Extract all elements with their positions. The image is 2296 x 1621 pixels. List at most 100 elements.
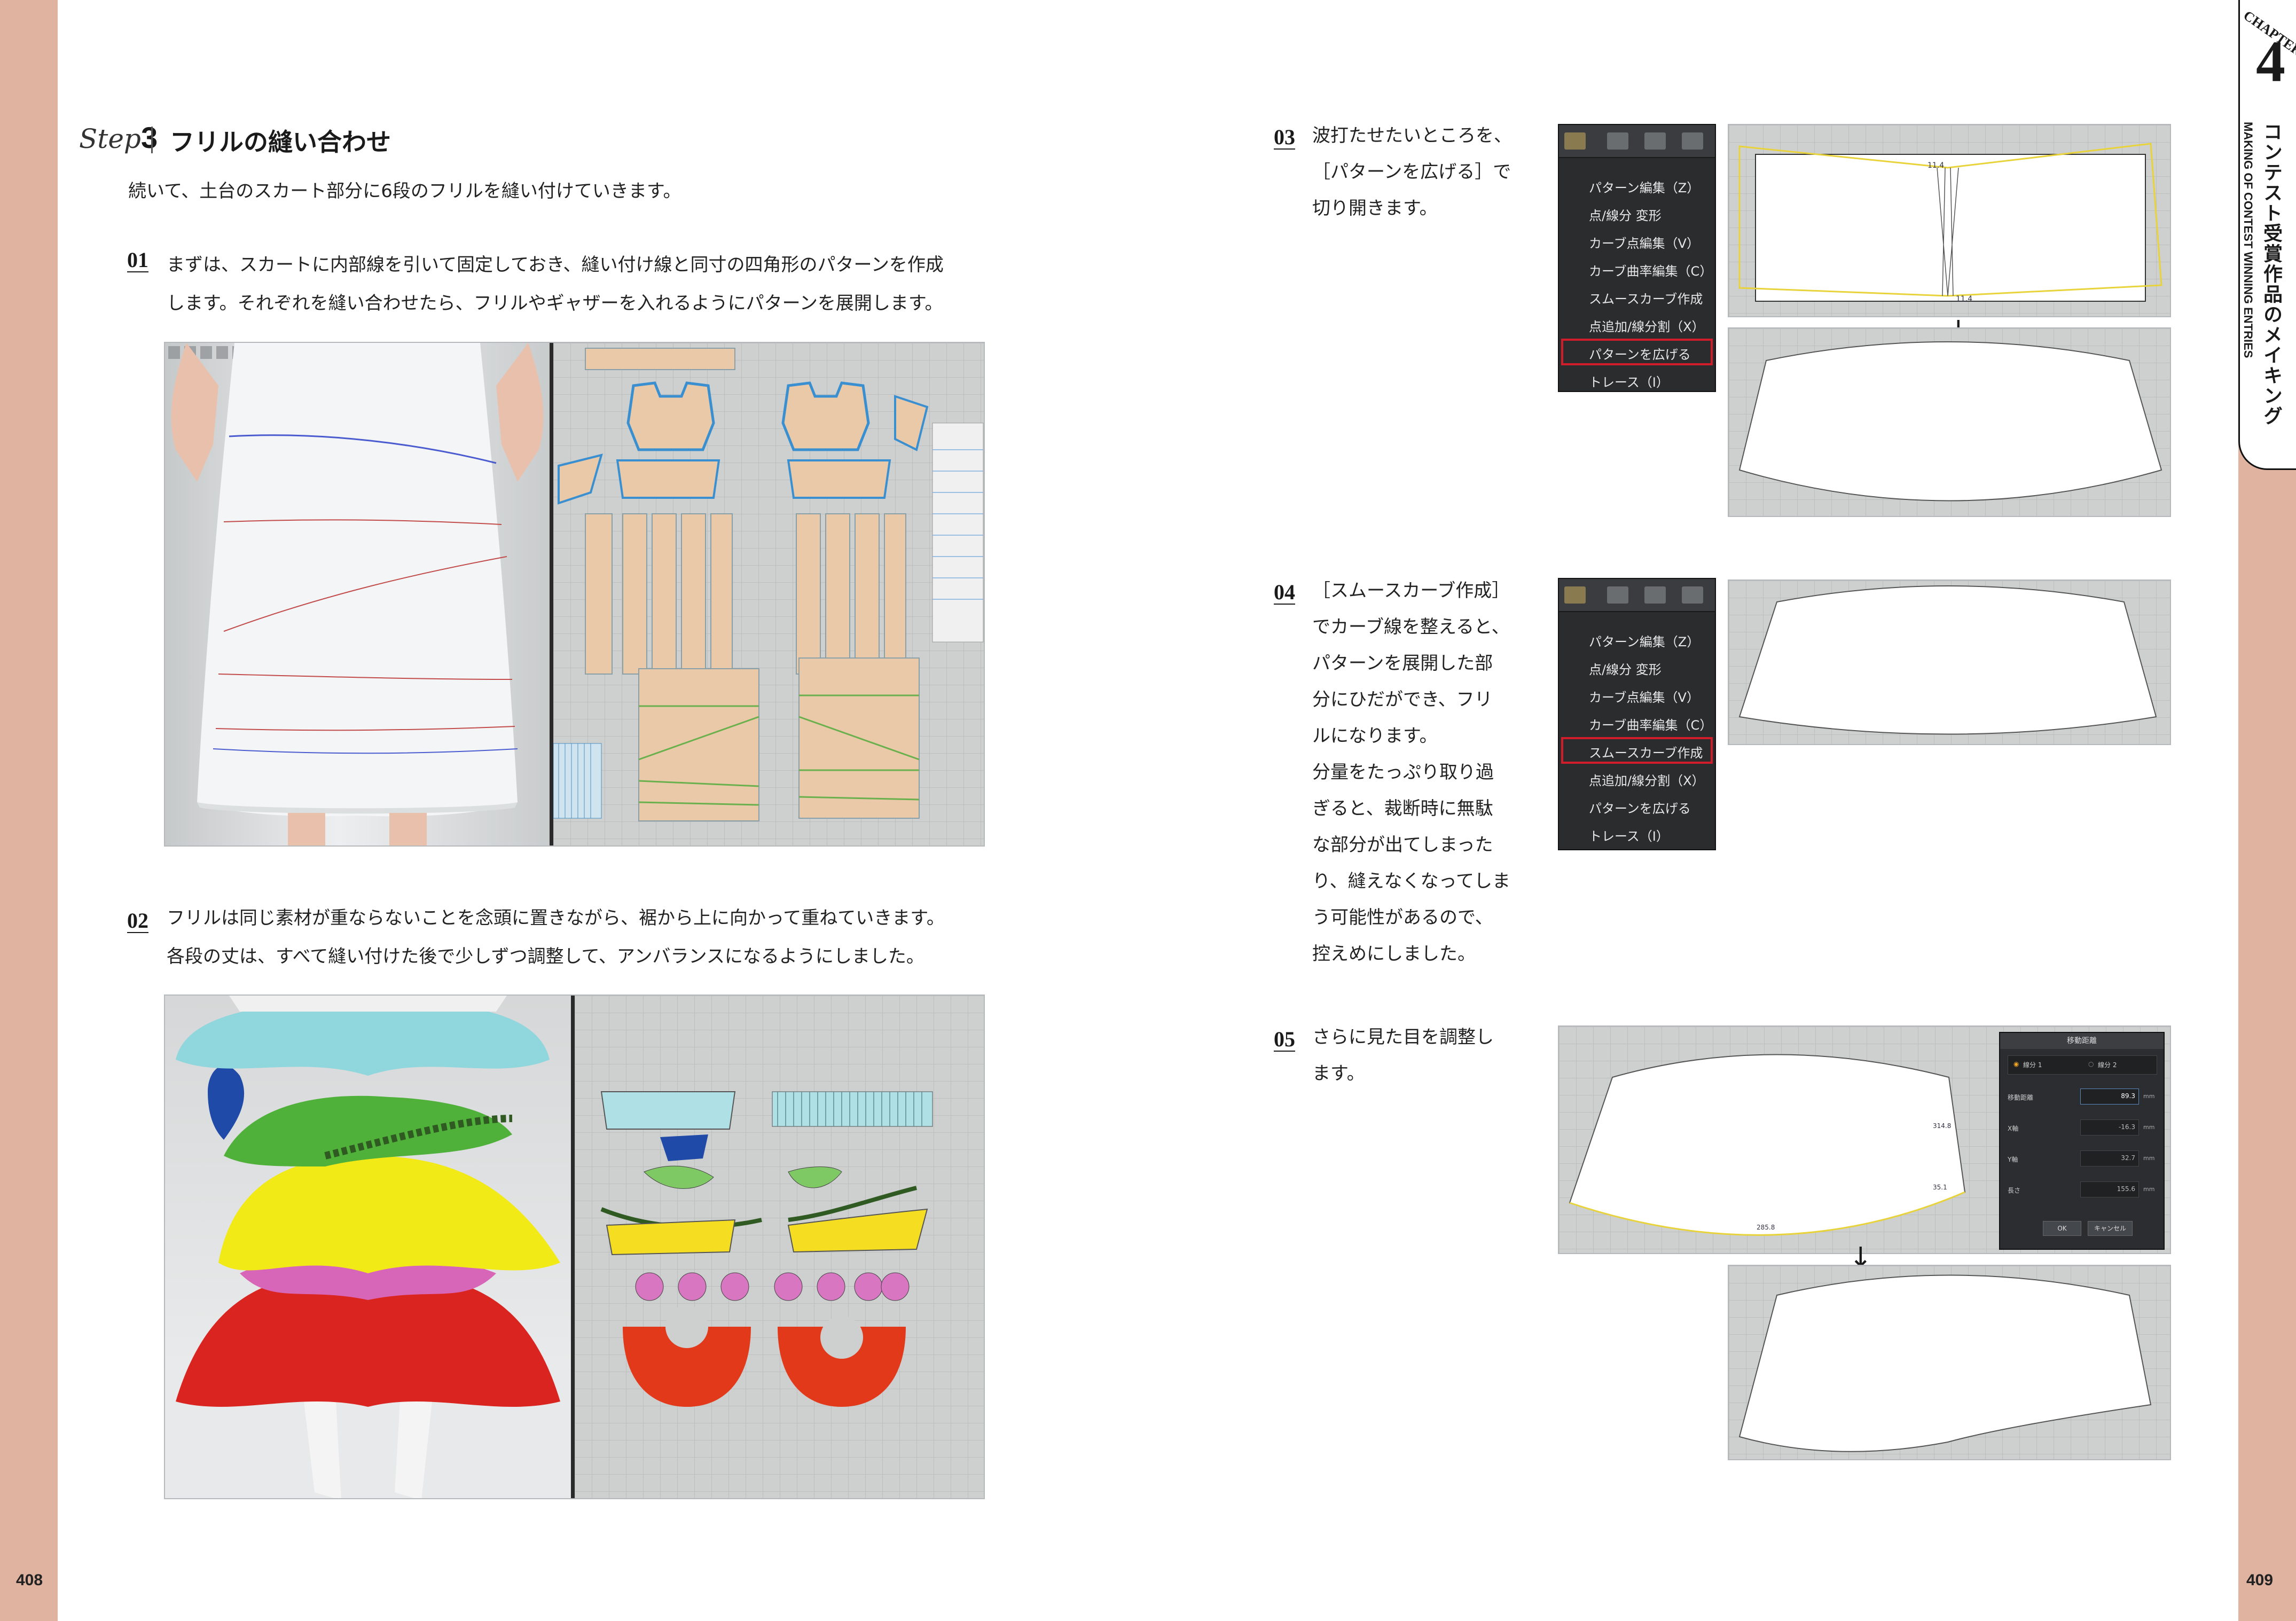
step-04-line: う可能性があるので、 [1312,907,1493,928]
annot-b2: 35.1 [1933,1184,1947,1191]
dialog-row-label: Y軸 [2008,1156,2018,1163]
step-05-number: 05 [1274,1027,1295,1051]
menu-highlight-expand [1561,339,1713,365]
2d-frill-pattern-view [575,996,984,1498]
view-divider [550,343,553,845]
step-05-line: さらに見た目を調整し [1312,1027,1494,1048]
dialog-row-unit: mm [2143,1124,2155,1131]
chapter-tab: CHAPTER 4 コンテスト受賞作品のメイキング MAKING OF CONT… [2238,0,2296,470]
page-number-left: 408 [16,1571,43,1589]
screenshot-final-pattern [1728,1265,2171,1460]
menu-item-smooth-curve[interactable]: スムースカーブ作成 [1589,746,1703,761]
step-title: フリルの縫い合わせ [170,128,391,156]
adjust-pattern-shape: 314.8 35.1 285.8 [1569,1054,1966,1236]
expanded-pattern-shape [1738,341,2162,502]
x-axis-input[interactable]: -16.3 [2080,1119,2139,1136]
option-line-2[interactable]: 線分 2 [2098,1061,2117,1069]
tool-menu-expand: パターン編集（Z） 点/線分 変形 カーブ点編集（V） カーブ曲率編集（C） ス… [1558,124,1716,392]
step-02-text: フリルは同じ素材が重ならないことを念頭に置きながら、裾から上に向かって重ねていき… [167,899,1048,976]
smoothed-pattern-shape [1738,585,2157,735]
step-heading: Step3 [79,120,158,155]
chapter-title-ja: コンテスト受賞作品のメイキング [2260,122,2282,426]
dialog-row-unit: mm [2143,1186,2155,1193]
pattern-pieces [553,348,984,821]
step-04-text: ［スムースカーブ作成］ でカーブ線を整えると、 パターンを展開した部 分にひだが… [1312,573,1510,972]
step-04-number: 04 [1274,580,1295,604]
menu-item-add-point-split-line[interactable]: 点追加/線分割（X） [1589,773,1705,788]
step-04-line: でカーブ線を整えると、 [1312,616,1510,638]
frill-pattern-pieces [600,1091,933,1407]
step-03-line: ［パターンを広げる］で [1312,161,1511,183]
step-04-line: り、縫えなくなってしま [1312,871,1510,892]
menu-item-point-line-transform[interactable]: 点/線分 変形 [1589,208,1662,223]
length-input[interactable]: 155.6 [2080,1181,2139,1197]
annot-a2: 11.4 [1956,295,1972,303]
final-pattern-shape [1738,1274,2152,1452]
step-04-line: 分にひだができ、フリ [1312,689,1493,710]
3d-frill-view [165,996,571,1498]
dialog-row-unit: mm [2143,1093,2155,1100]
screenshot-expanded [1728,327,2171,517]
screenshot-smoothed [1728,580,2171,745]
radio-line-1-icon[interactable]: ◉ [2013,1060,2019,1068]
menu-item-curve-point-edit[interactable]: カーブ点編集（V） [1589,690,1699,705]
dialog-row-label: X軸 [2008,1125,2019,1132]
menu-item-point-line-transform[interactable]: 点/線分 変形 [1589,662,1662,677]
cancel-button[interactable]: キャンセル [2088,1221,2133,1236]
step-04-line: 分量をたっぷり取り過 [1312,762,1494,783]
heading-divider [151,127,153,153]
chapter-title-en: MAKING OF CONTEST WINNING ENTRIES [2242,122,2255,358]
menu-item-curve-curvature-edit[interactable]: カーブ曲率編集（C） [1589,718,1713,733]
menu-item-trace[interactable]: トレース（I） [1589,829,1669,844]
step-04-line: パターンを展開した部 [1312,653,1493,674]
step-01-text: まずは、スカートに内部線を引いて固定しておき、縫い付け線と同寸の四角形のパターン… [167,246,1048,323]
menu-item-trace[interactable]: トレース（I） [1589,375,1669,390]
left-margin-band [0,0,58,1621]
menu-item-expand-pattern[interactable]: パターンを広げる [1589,801,1691,816]
step-04-line: な部分が出てしまった [1312,834,1493,856]
screenshot-adjust: 314.8 35.1 285.8 移動距離 ◉ 線分 1 ○ 線分 2 移動距離… [1558,1025,2171,1254]
menu-item-pattern-edit[interactable]: パターン編集（Z） [1589,181,1700,195]
menu-item-curve-curvature-edit[interactable]: カーブ曲率編集（C） [1589,264,1713,279]
tool-menu-smooth: パターン編集（Z） 点/線分 変形 カーブ点編集（V） カーブ曲率編集（C） ス… [1558,578,1716,850]
step-04-line: ぎると、裁断時に無駄 [1312,798,1493,819]
expand-cut-pattern: 11.4 11.4 [1738,143,2162,303]
menu-item-add-point-split-line[interactable]: 点追加/線分割（X） [1589,319,1705,334]
step-03-line: 切り開きます。 [1312,198,1438,219]
menu-item-curve-point-edit[interactable]: カーブ点編集（V） [1589,236,1699,251]
menu-toolbar [1559,125,1715,158]
page-number-right: 409 [2246,1571,2274,1589]
step-01-line1: まずは、スカートに内部線を引いて固定しておき、縫い付け線と同寸の四角形のパターン… [167,254,944,276]
y-axis-input[interactable]: 32.7 [2080,1150,2139,1166]
dialog-title: 移動距離 [2000,1033,2164,1049]
step-02-line1: フリルは同じ素材が重ならないことを念頭に置きながら、裾から上に向かって重ねていき… [167,907,945,929]
step-03-text: 波打たせたいところを、 ［パターンを広げる］で 切り開きます。 [1312,118,1512,226]
annot-a1: 11.4 [1927,161,1944,170]
step-04-line: ルになります。 [1312,725,1438,747]
screenshot-frill-layers [164,994,985,1499]
annot-b3: 285.8 [1757,1224,1775,1231]
chapter-number: 4 [2256,29,2285,94]
menu-item-expand-pattern[interactable]: パターンを広げる [1589,347,1691,362]
step-02-line2: 各段の丈は、すべて縫い付けた後で少しずつ調整して、アンバランスになるようにしまし… [167,946,924,967]
step-01-number: 01 [127,248,148,272]
menu-toolbar [1559,579,1715,612]
annot-b1: 314.8 [1933,1122,1951,1130]
dialog-line-options: ◉ 線分 1 ○ 線分 2 [2008,1055,2157,1075]
option-line-1[interactable]: 線分 1 [2023,1061,2042,1069]
ok-button[interactable]: OK [2043,1221,2081,1236]
radio-line-2-icon[interactable]: ○ [2088,1060,2094,1068]
2d-pattern-view [553,343,984,845]
menu-item-pattern-edit[interactable]: パターン編集（Z） [1589,635,1700,649]
step-03-line: 波打たせたいところを、 [1312,125,1512,146]
3d-view [165,343,550,845]
menu-item-smooth-curve[interactable]: スムースカーブ作成 [1589,292,1703,307]
step-intro: 続いて、土台のスカート部分に6段のフリルを縫い付けていきます。 [128,181,681,202]
step-script: Step [79,123,141,154]
screenshot-expand-cut: 11.4 11.4 [1728,124,2171,317]
distance-input[interactable]: 89.3 [2080,1089,2139,1105]
move-distance-dialog: 移動距離 ◉ 線分 1 ○ 線分 2 移動距離 89.3 mm X軸 -16.3… [1999,1032,2165,1250]
dialog-row-label: 長さ [2008,1187,2021,1194]
frill-skirt-figure [165,996,571,1498]
step-01-line2: します。それぞれを縫い合わせたら、フリルやギャザーを入れるようにパターンを展開し… [167,293,943,314]
